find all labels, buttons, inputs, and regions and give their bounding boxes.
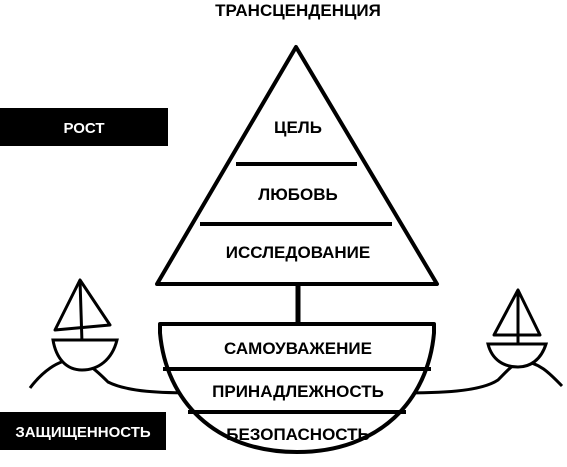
diagram-title: ТРАНСЦЕНДЕНЦИЯ	[215, 1, 381, 20]
hull-level-esteem: САМОУВАЖЕНИЕ	[224, 339, 372, 358]
pyramid-level-love: ЛЮБОВЬ	[258, 185, 337, 204]
right-boat-hull	[486, 342, 549, 369]
wave-right	[395, 360, 564, 395]
security-label-box	[0, 412, 166, 450]
pyramid-level-purpose: ЦЕЛЬ	[274, 118, 322, 137]
left-small-boat	[51, 278, 119, 372]
wave-left	[28, 358, 201, 395]
boat-hull: САМОУВАЖЕНИЕ ПРИНАДЛЕЖНОСТЬ БЕЗОПАСНОСТЬ	[158, 322, 436, 454]
left-boat-mast	[78, 279, 84, 344]
growth-label-box	[0, 108, 168, 146]
hull-level-belonging: ПРИНАДЛЕЖНОСТЬ	[212, 382, 384, 401]
growth-label: РОСТ	[63, 120, 104, 137]
pyramid-level-exploration: ИССЛЕДОВАНИЕ	[226, 243, 371, 262]
left-boat-hull	[51, 338, 119, 372]
pyramid-sail: ЦЕЛЬ ЛЮБОВЬ ИССЛЕДОВАНИЕ	[155, 45, 439, 286]
security-label: ЗАЩИЩЕННОСТЬ	[15, 424, 151, 441]
hull-outline	[158, 322, 436, 454]
hull-level-safety: БЕЗОПАСНОСТЬ	[226, 425, 370, 444]
right-small-boat	[486, 288, 549, 369]
